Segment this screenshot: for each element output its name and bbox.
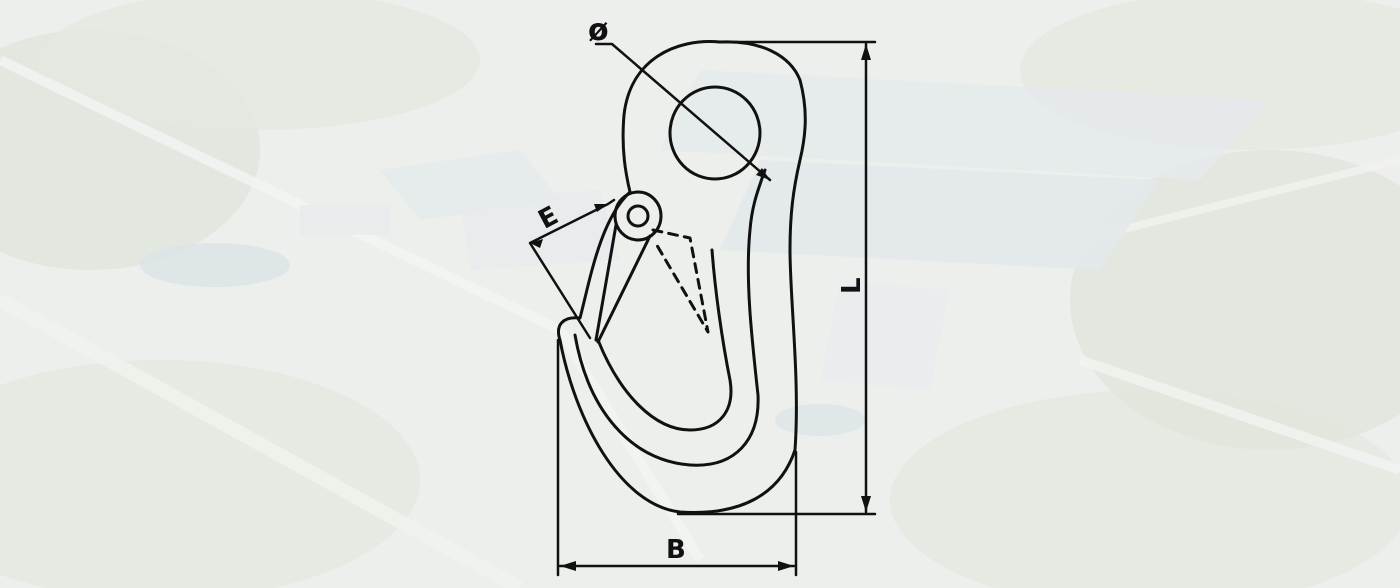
- diameter-leader: [594, 42, 772, 182]
- width-label: B: [666, 535, 686, 565]
- latch-pivot-outer: [613, 190, 663, 242]
- length-label: L: [837, 277, 867, 294]
- diameter-label: ø: [588, 13, 609, 48]
- latch-closed: [594, 223, 652, 344]
- latch-open-dashed: [651, 228, 710, 334]
- latch-pivot-inner: [626, 204, 650, 228]
- diameter-arrow: [756, 168, 770, 180]
- eye-hole: [668, 85, 762, 181]
- length-dimension: [676, 40, 877, 516]
- hook-throat-edge: [596, 248, 733, 432]
- gate-opening-arrows: [530, 204, 608, 248]
- hook-inner-outline: [573, 168, 767, 467]
- width-dimension: [556, 338, 798, 577]
- gate-opening-dimension: [528, 198, 616, 340]
- hook-outer-outline: [557, 40, 807, 514]
- gate-opening-label: E: [534, 201, 564, 236]
